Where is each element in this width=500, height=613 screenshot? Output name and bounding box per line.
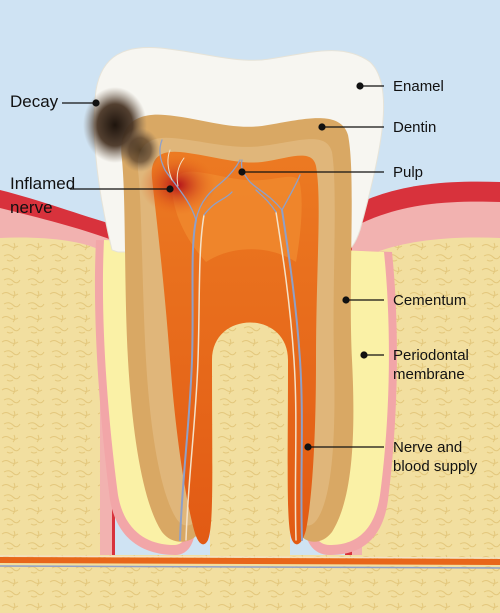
label-dentin: Dentin <box>393 119 437 136</box>
leader-lines <box>62 82 384 451</box>
label-decay: Decay <box>10 92 59 111</box>
label-periodontal-line1: Periodontal <box>393 347 469 364</box>
label-pulp: Pulp <box>393 164 424 181</box>
label-enamel: Enamel <box>393 78 444 95</box>
nerve-and-blood-vessels <box>0 139 500 569</box>
label-periodontal-line2: membrane <box>393 366 465 383</box>
label-nerve-line2: blood supply <box>393 458 478 475</box>
bone <box>0 237 100 560</box>
label-inflamed-nerve-line1: Inflamed <box>10 174 76 193</box>
label-inflamed-nerve-line2: nerve <box>10 198 53 217</box>
label-cementum: Cementum <box>393 292 467 309</box>
label-nerve-line1: Nerve and <box>393 439 463 456</box>
